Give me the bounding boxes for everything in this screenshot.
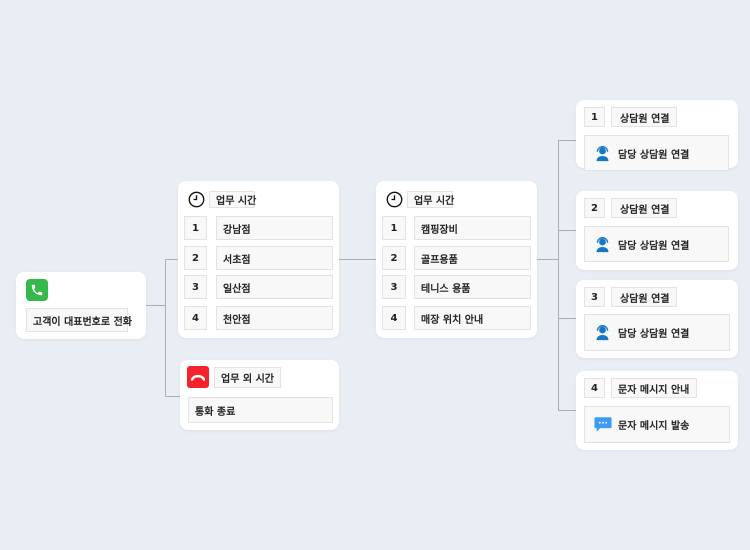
item-number: 2 xyxy=(382,246,406,270)
after-hours-label: 업무 외 시간 xyxy=(214,367,281,388)
business-hours-node-2[interactable]: 업무 시간 1 캠핑장비 2 골프용품 3 테니스 용품 4 매장 위치 안내 xyxy=(376,181,537,338)
start-node[interactable]: 고객이 대표번호로 전화 xyxy=(16,272,146,339)
item-number: 3 xyxy=(382,275,406,299)
option-number: 1 xyxy=(584,107,605,127)
option-label: 상담원 연결 xyxy=(611,198,677,218)
message-icon xyxy=(594,417,612,432)
agent-icon xyxy=(596,325,609,341)
end-call-action[interactable]: 통화 종료 xyxy=(188,397,333,423)
option-number: 4 xyxy=(584,378,605,398)
connector xyxy=(165,396,180,397)
option-node-3[interactable]: 3 상담원 연결 담당 상담원 연결 xyxy=(576,280,738,358)
option-action[interactable]: 담당 상담원 연결 xyxy=(584,226,729,262)
option-action-label: 담당 상담원 연결 xyxy=(618,149,690,161)
connector xyxy=(339,259,376,260)
menu-item[interactable]: 매장 위치 안내 xyxy=(414,306,531,330)
agent-icon xyxy=(596,236,609,252)
connector xyxy=(165,259,178,260)
option-node-2[interactable]: 2 상담원 연결 담당 상담원 연결 xyxy=(576,191,738,270)
menu-item[interactable]: 서초점 xyxy=(216,246,333,270)
clock-icon xyxy=(187,190,205,208)
connector xyxy=(558,140,576,141)
item-number: 1 xyxy=(184,216,207,240)
item-number: 4 xyxy=(184,306,207,330)
connector xyxy=(558,410,576,411)
menu-item[interactable]: 천안점 xyxy=(216,306,333,330)
hang-up-icon xyxy=(187,366,209,388)
connector xyxy=(558,140,559,411)
option-label: 상담원 연결 xyxy=(611,107,677,127)
option-node-1[interactable]: 1 상담원 연결 담당 상담원 연결 xyxy=(576,100,738,171)
agent-icon xyxy=(596,145,609,161)
item-number: 1 xyxy=(382,216,406,240)
option-label: 상담원 연결 xyxy=(611,287,677,307)
menu-item[interactable]: 캠핑장비 xyxy=(414,216,531,240)
item-number: 4 xyxy=(382,306,406,330)
phone-icon xyxy=(26,279,48,301)
connector xyxy=(537,259,558,260)
start-label: 고객이 대표번호로 전화 xyxy=(26,308,132,332)
business-hours-label: 업무 시간 xyxy=(209,191,256,208)
item-number: 2 xyxy=(184,246,207,270)
menu-item[interactable]: 일산점 xyxy=(216,275,333,299)
option-action[interactable]: 담당 상담원 연결 xyxy=(584,135,729,171)
after-hours-node[interactable]: 업무 외 시간 통화 종료 xyxy=(180,360,339,430)
menu-item[interactable]: 강남점 xyxy=(216,216,333,240)
connector xyxy=(165,259,166,397)
business-hours-label: 업무 시간 xyxy=(407,191,454,208)
option-action-label: 담당 상담원 연결 xyxy=(618,240,690,252)
connector xyxy=(558,318,576,319)
option-number: 3 xyxy=(584,287,605,307)
option-label: 문자 메시지 안내 xyxy=(611,378,697,398)
option-action[interactable]: 담당 상담원 연결 xyxy=(584,314,730,351)
menu-item[interactable]: 테니스 용품 xyxy=(414,275,531,299)
item-number: 3 xyxy=(184,275,207,299)
menu-item[interactable]: 골프용품 xyxy=(414,246,531,270)
option-node-4[interactable]: 4 문자 메시지 안내 문자 메시지 발송 xyxy=(576,371,738,450)
connector xyxy=(146,305,165,306)
option-action-label: 담당 상담원 연결 xyxy=(618,329,690,340)
clock-icon xyxy=(385,190,403,208)
option-number: 2 xyxy=(584,198,605,218)
business-hours-node-1[interactable]: 업무 시간 1 강남점 2 서초점 3 일산점 4 천안점 xyxy=(178,181,339,338)
option-action-label: 문자 메시지 발송 xyxy=(618,421,690,432)
connector xyxy=(558,230,576,231)
option-action[interactable]: 문자 메시지 발송 xyxy=(584,406,730,443)
